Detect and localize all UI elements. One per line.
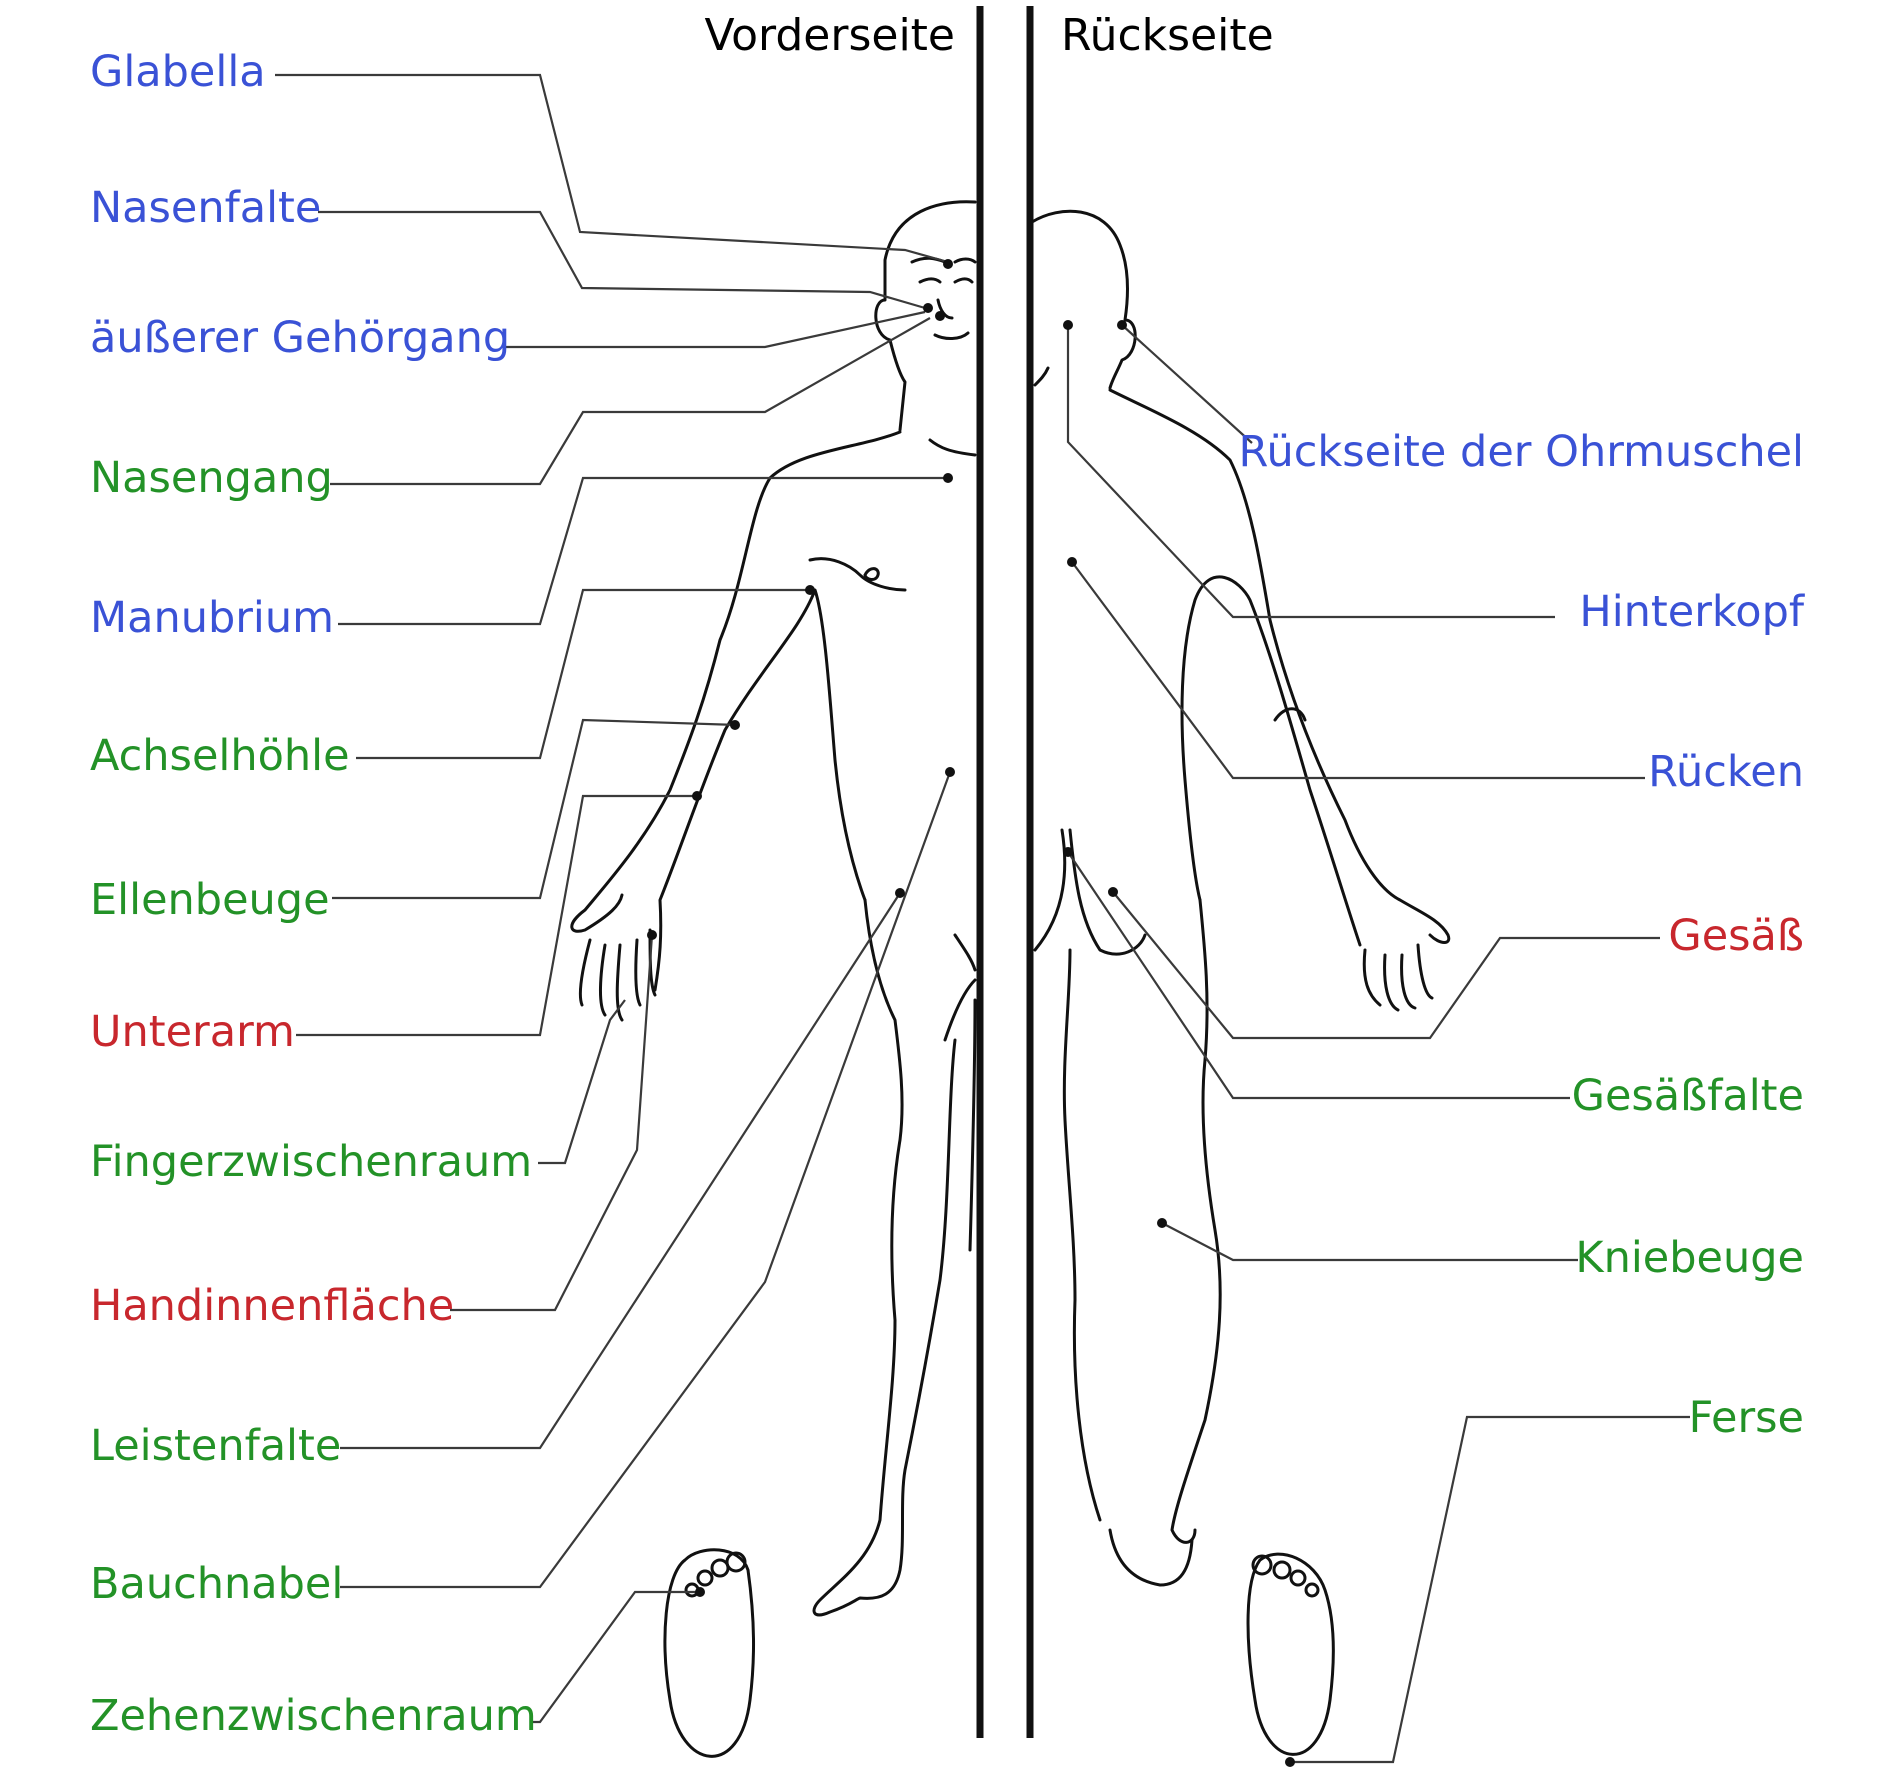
label-handinnenflaeche: Handinnenfläche [90, 1281, 454, 1331]
leader-kniebeuge [1161, 1222, 1578, 1262]
dot-nasenfalte [923, 303, 933, 313]
leader-gesaess [1112, 891, 1660, 1040]
dot-achselhoehle [805, 585, 815, 595]
header-front: Vorderseite [704, 10, 955, 61]
right-labels: Rückseite der OhrmuschelHinterkopfRücken… [1239, 427, 1805, 1443]
right-leader-lines [1066, 324, 1690, 1764]
back-foot-sole [1246, 1552, 1335, 1756]
dot-leistenfalte [895, 888, 905, 898]
label-leistenfalte: Leistenfalte [90, 1421, 341, 1471]
dot-glabella [943, 259, 953, 269]
leader-nasenfalte [318, 210, 926, 310]
label-achselhoehle: Achselhöhle [90, 731, 350, 781]
label-glabella: Glabella [90, 47, 266, 97]
dot-unterarm [692, 791, 702, 801]
label-manubrium: Manubrium [90, 593, 334, 643]
front-body-outline [570, 200, 977, 1617]
label-ellenbeuge: Ellenbeuge [90, 875, 330, 925]
label-fingerzwischenraum: Fingerzwischenraum [90, 1137, 532, 1187]
dot-zehenzwischenraum [695, 1587, 705, 1597]
dot-gesaess [1108, 887, 1118, 897]
leader-manubrium [338, 476, 948, 626]
label-kniebeuge: Kniebeuge [1575, 1233, 1804, 1283]
leader-fingerzwischenraum [538, 999, 626, 1165]
dot-handinnenflaeche [647, 930, 657, 940]
leader-gesaessfalte [1067, 851, 1570, 1100]
dot-ferse [1285, 1757, 1295, 1767]
label-ruecken: Rücken [1648, 747, 1804, 797]
label-nasengang: Nasengang [90, 453, 333, 503]
leader-ferse [1290, 1415, 1690, 1764]
leader-ruecken [1071, 561, 1645, 780]
leader-zehenzwischenraum [530, 1590, 700, 1724]
leader-nasengang [330, 317, 931, 486]
dot-ruecken [1067, 557, 1077, 567]
leader-achselhoehle [356, 588, 810, 760]
marker-dots [647, 259, 1295, 1767]
header-back: Rückseite [1061, 10, 1274, 61]
label-bauchnabel: Bauchnabel [90, 1559, 343, 1609]
dot-nasengang [935, 311, 945, 321]
left-leader-lines [275, 73, 952, 1724]
dot-hinterkopf [1063, 320, 1073, 330]
label-gesaessfalte: Gesäßfalte [1572, 1071, 1804, 1121]
leader-bauchnabel [340, 771, 952, 1589]
dot-bauchnabel [945, 767, 955, 777]
front-foot-sole [663, 1548, 756, 1758]
dot-ohrmuschel [1117, 320, 1127, 330]
label-hinterkopf: Hinterkopf [1579, 587, 1804, 637]
dot-manubrium [943, 473, 953, 483]
label-nasenfalte: Nasenfalte [90, 183, 321, 233]
dot-ellenbeuge [730, 720, 740, 730]
leader-handinnenflaeche [450, 934, 654, 1312]
label-zehenzwischenraum: Zehenzwischenraum [90, 1691, 537, 1741]
label-ferse: Ferse [1689, 1393, 1804, 1443]
label-unterarm: Unterarm [90, 1007, 295, 1057]
leader-ellenbeuge [332, 718, 739, 900]
label-aeusserer-gehoergang: äußerer Gehörgang [90, 313, 510, 363]
leader-hinterkopf [1066, 325, 1555, 619]
label-gesaess: Gesäß [1668, 911, 1804, 961]
leader-ohrmuschel [1121, 324, 1253, 444]
leader-unterarm [296, 794, 697, 1037]
label-rueckseite-der-ohrmuschel: Rückseite der Ohrmuschel [1239, 427, 1805, 477]
leader-gehoergang [505, 310, 926, 349]
dot-gesaessfalte [1063, 847, 1073, 857]
back-body-outline [1030, 209, 1451, 1587]
leader-glabella [275, 73, 949, 264]
dot-kniebeuge [1157, 1218, 1167, 1228]
leader-leistenfalte [340, 892, 901, 1450]
